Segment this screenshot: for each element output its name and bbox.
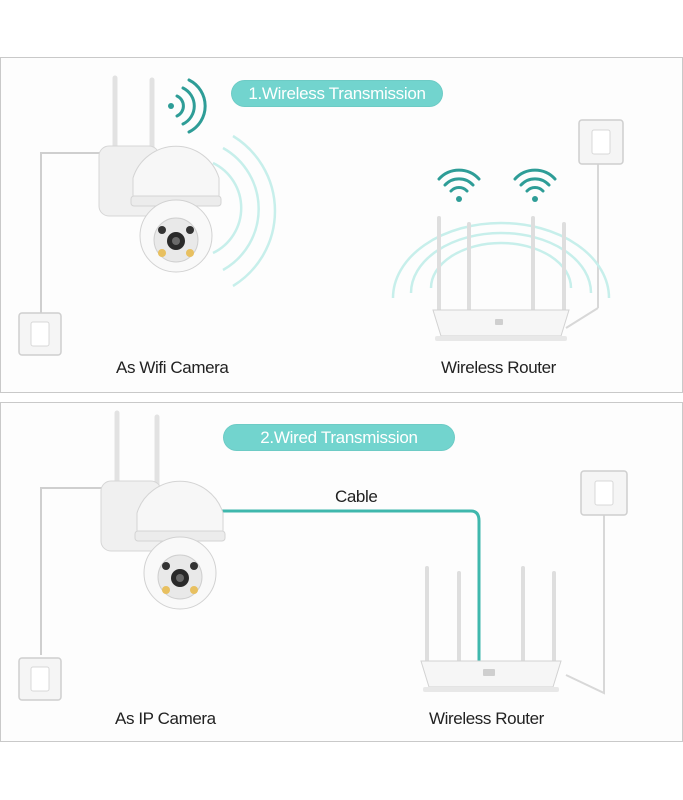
power-outlet-icon (18, 312, 62, 356)
router-power-cord (565, 307, 599, 329)
ptz-camera-icon (98, 75, 222, 273)
ptz-camera-icon (100, 410, 226, 610)
power-outlet-icon (18, 657, 62, 701)
power-outlet-icon (578, 119, 624, 165)
wifi-icon (437, 168, 481, 202)
section-title-pill: 2.Wired Transmission (223, 424, 455, 451)
cable-label: Cable (335, 487, 378, 506)
router-power-cord (565, 515, 605, 695)
camera-caption: As IP Camera (115, 709, 216, 728)
power-outlet-icon (580, 470, 628, 516)
router-icon (432, 216, 570, 341)
router-icon (420, 566, 562, 692)
signal-waves (391, 221, 611, 299)
camera-caption: As Wifi Camera (116, 358, 229, 377)
wired-diagram (18, 410, 628, 701)
router-caption: Wireless Router (441, 358, 556, 377)
ethernet-cable (219, 509, 481, 665)
wireless-diagram (18, 75, 624, 356)
camera-power-cord (40, 152, 106, 348)
section-title-pill: 1.Wireless Transmission (231, 80, 443, 107)
wireless-transmission-panel: 1.Wireless Transmission As Wifi Camera W… (0, 57, 683, 393)
wifi-icon (513, 168, 557, 202)
wifi-icon (168, 78, 207, 134)
router-caption: Wireless Router (429, 709, 544, 728)
wired-transmission-panel: 2.Wired Transmission Cable As IP Camera … (0, 402, 683, 742)
signal-waves (212, 134, 277, 288)
camera-power-cord (40, 487, 106, 655)
